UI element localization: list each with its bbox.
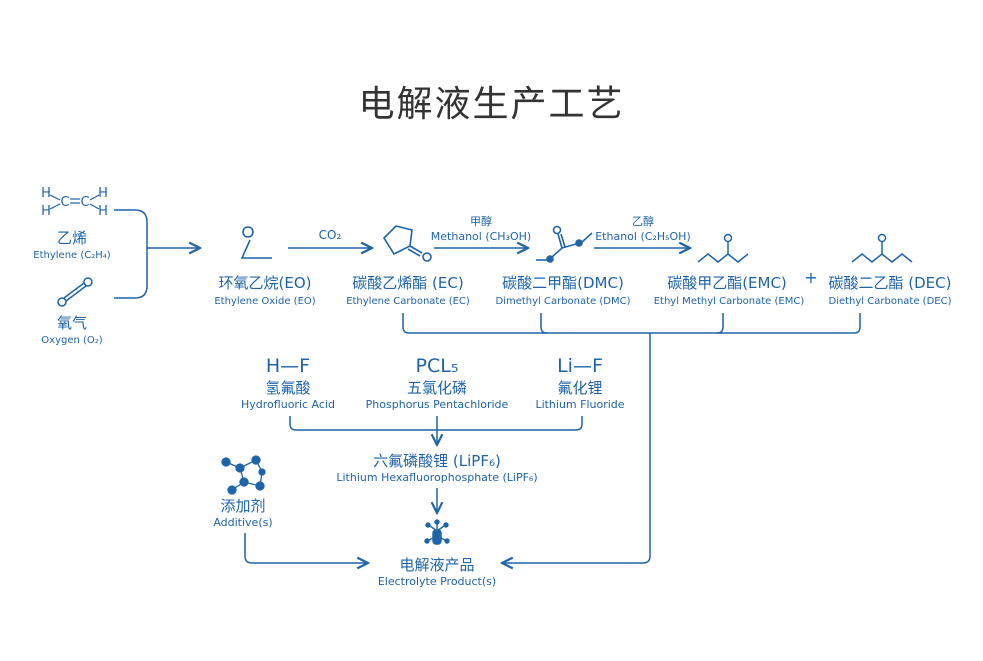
- lif-en-label: Lithium Fluoride: [535, 398, 624, 411]
- ethylene-structure-icon: H H C C H H: [41, 186, 108, 219]
- methanol-cn-label: 甲醇: [470, 214, 492, 228]
- ec-cn-label: 碳酸乙烯酯 (EC): [352, 274, 463, 292]
- product-cn-label: 电解液产品: [399, 556, 474, 574]
- oxygen-structure-icon: [57, 277, 93, 307]
- additive-cn-label: 添加剂: [220, 497, 265, 515]
- atom-h4: H: [98, 204, 108, 219]
- page-title: 电解液生产工艺: [358, 84, 625, 125]
- plus-sign: +: [804, 268, 817, 287]
- hf-formula: H—F: [266, 355, 310, 377]
- arrow-solvents-to-product: [502, 333, 651, 563]
- eo-structure-icon: [240, 226, 272, 259]
- co2-label: CO₂: [319, 228, 342, 242]
- atom-c1: C: [60, 195, 69, 210]
- product-flask-icon: [424, 519, 450, 545]
- lipf6-cn-label: 六氟磷酸锂 (LiPF₆): [373, 452, 501, 470]
- ec-en-label: Ethylene Carbonate (EC): [346, 296, 470, 307]
- atom-h2: H: [41, 204, 51, 219]
- emc-cn-label: 碳酸甲乙酯(EMC): [667, 274, 787, 292]
- dmc-en-label: Dimethyl Carbonate (DMC): [495, 296, 630, 307]
- solvent-collector-line: [402, 313, 861, 334]
- product-en-label: Electrolyte Product(s): [378, 575, 496, 588]
- pcl5-formula: PCL₅: [416, 355, 459, 377]
- ethanol-en-label: Ethanol (C₂H₅OH): [595, 230, 691, 243]
- ethylene-cn-label: 乙烯: [57, 229, 87, 247]
- hf-en-label: Hydrofluoric Acid: [241, 398, 335, 411]
- lif-cn-label: 氟化锂: [557, 379, 602, 397]
- dec-structure-icon: [851, 233, 913, 263]
- eo-en-label: Ethylene Oxide (EO): [214, 296, 315, 307]
- methanol-en-label: Methanol (CH₃OH): [431, 230, 531, 243]
- pcl5-en-label: Phosphorus Pentachloride: [366, 398, 509, 411]
- atom-h3: H: [98, 186, 108, 201]
- ec-structure-icon: [382, 225, 432, 262]
- lif-formula: Li—F: [557, 355, 603, 377]
- additive-en-label: Additive(s): [213, 516, 272, 529]
- dec-cn-label: 碳酸二乙酯 (DEC): [829, 274, 952, 292]
- emc-structure-icon: [697, 233, 749, 263]
- dec-en-label: Diethyl Carbonate (DEC): [829, 296, 952, 307]
- dmc-cn-label: 碳酸二甲酯(DMC): [502, 274, 624, 292]
- hf-cn-label: 氢氟酸: [265, 379, 310, 397]
- lipf6-en-label: Lithium Hexafluorophosphate (LiPF₆): [336, 471, 537, 484]
- emc-en-label: Ethyl Methyl Carbonate (EMC): [654, 296, 805, 307]
- atom-h1: H: [41, 186, 51, 201]
- ethanol-cn-label: 乙醇: [632, 214, 654, 228]
- dmc-structure-icon: [536, 225, 593, 263]
- arrow-additive-to-product: [244, 533, 368, 563]
- additive-molecule-icon: [221, 455, 266, 495]
- oxygen-cn-label: 氧气: [57, 314, 87, 332]
- input-bracket: [114, 209, 148, 299]
- oxygen-en-label: Oxygen (O₂): [41, 335, 103, 346]
- pcl5-cn-label: 五氯化磷: [407, 379, 467, 397]
- acids-collector-line: [289, 416, 583, 431]
- eo-cn-label: 环氧乙烷(EO): [219, 274, 312, 292]
- atom-c2: C: [80, 195, 89, 210]
- ethylene-en-label: Ethylene (C₂H₄): [33, 250, 111, 261]
